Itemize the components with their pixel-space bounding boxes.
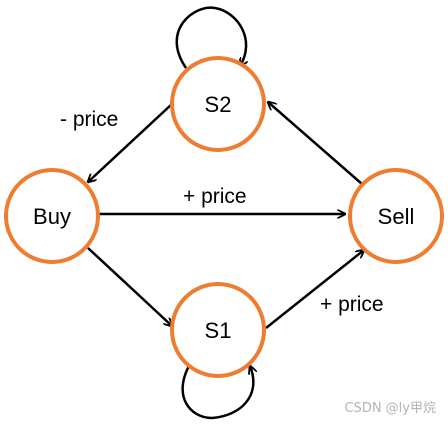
node-s2-label: S2 bbox=[205, 92, 232, 117]
label-s1-to-sell: + price bbox=[320, 293, 384, 316]
label-s2-to-buy: - price bbox=[60, 108, 118, 131]
edges bbox=[87, 6, 364, 420]
node-s1-label: S1 bbox=[205, 318, 232, 343]
label-buy-to-sell: + price bbox=[183, 185, 247, 208]
node-s1: S1 bbox=[170, 282, 266, 378]
node-sell: Sell bbox=[348, 168, 444, 264]
edge-s1-self-loop bbox=[181, 363, 254, 420]
node-buy: Buy bbox=[4, 168, 100, 264]
node-buy-label: Buy bbox=[33, 204, 71, 229]
edge-s2-self-loop bbox=[175, 6, 246, 69]
watermark: CSDN @ly甲烷 bbox=[344, 401, 436, 416]
edge-buy-to-s1 bbox=[87, 247, 172, 326]
edge-s2-to-buy bbox=[88, 103, 173, 182]
edge-sell-to-s2 bbox=[268, 102, 363, 185]
node-s2: S2 bbox=[170, 56, 266, 152]
edge-s1-to-sell bbox=[265, 250, 364, 329]
node-sell-label: Sell bbox=[378, 204, 415, 229]
